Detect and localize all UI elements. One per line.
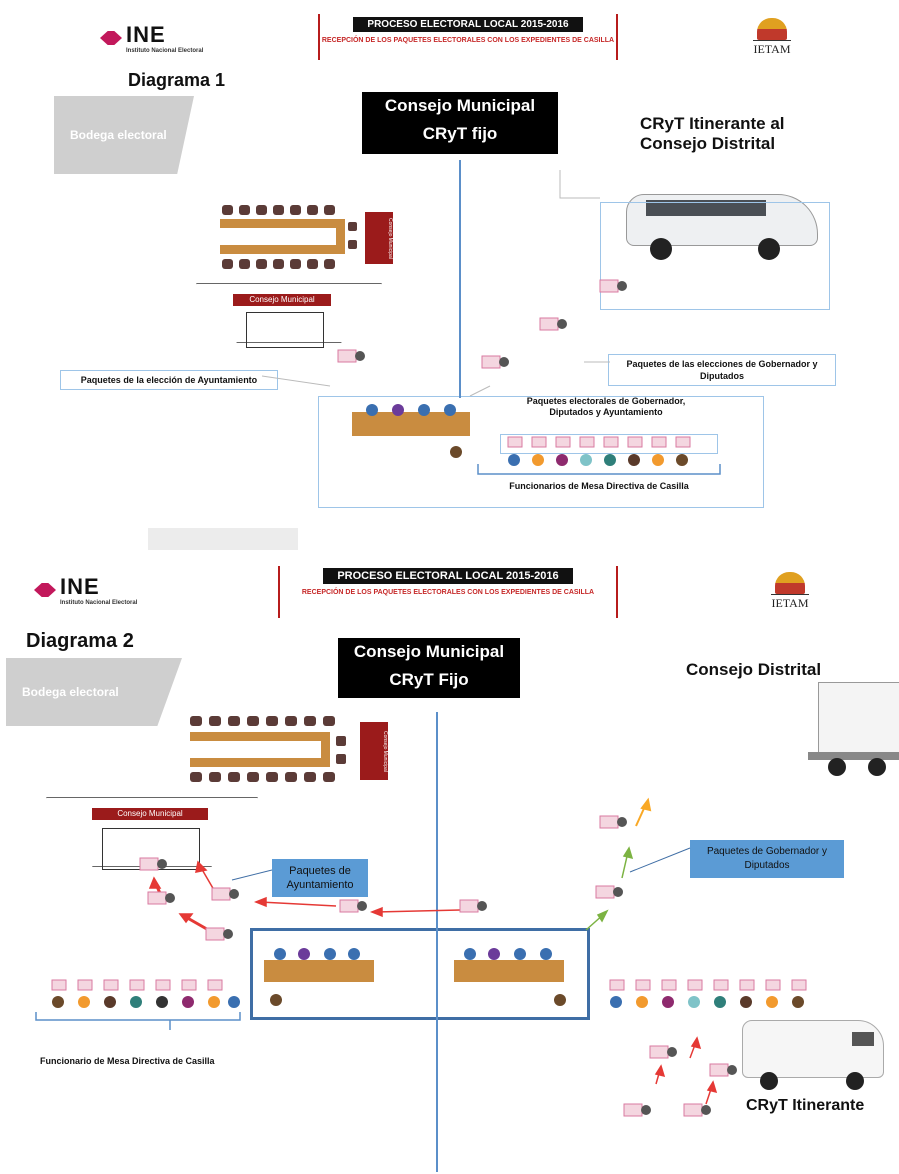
right-title-line2: Consejo Distrital xyxy=(640,134,776,153)
council-table-side xyxy=(336,219,345,254)
consejo-municipal-box-1: Consejo Municipal CRyT fijo xyxy=(362,92,558,154)
ietam-emblem-icon-2 xyxy=(775,572,805,594)
council-table2-bottom xyxy=(190,758,330,767)
podium-door-1 xyxy=(246,312,324,348)
bodega-electoral-1: Bodega electoral xyxy=(54,96,194,174)
ine-wordmark: INE xyxy=(126,22,166,47)
green-arrows xyxy=(585,846,634,931)
bracket-funcionarios-2 xyxy=(35,1012,241,1021)
casilla-area-2 xyxy=(250,928,590,1020)
council2-chairs-top xyxy=(190,716,340,726)
crty-itinerante-title: CRyT Itinerante al Consejo Distrital xyxy=(640,114,785,154)
label-ayuntamiento-1: Paquetes de la elección de Ayuntamiento xyxy=(60,370,278,390)
casilla-table-2a xyxy=(264,960,374,982)
header-box-1: PROCESO ELECTORAL LOCAL 2015-2016 RECEPC… xyxy=(318,14,618,60)
ietam-wordmark-2: IETAM xyxy=(771,594,809,610)
council-sign-2: Consejo Municipal xyxy=(360,722,388,780)
council2-chairs-bottom xyxy=(190,772,340,782)
ine-subtitle: Instituto Nacional Electoral xyxy=(126,48,204,54)
bodega-electoral-2: Bodega electoral xyxy=(6,658,182,726)
label-gobernador-1: Paquetes de las elecciones de Gobernador… xyxy=(608,354,836,386)
center2-line1: Consejo Municipal xyxy=(353,642,505,661)
council-chairs-top xyxy=(222,205,347,215)
carrier-figures xyxy=(139,279,737,1117)
ine-diamond-icon xyxy=(100,31,122,45)
header-subtitle: RECEPCIÓN DE LOS PAQUETES ELECTORALES CO… xyxy=(321,37,615,44)
podium-label-2: Consejo Municipal xyxy=(92,808,208,820)
ine-wordmark-2: INE xyxy=(60,574,100,599)
diagram-2-title: Diagrama 2 xyxy=(26,630,134,652)
podium-label-1: Consejo Municipal xyxy=(233,294,331,306)
diagram-separator xyxy=(148,528,298,550)
seated-people xyxy=(270,404,566,1006)
cargo-van-icon xyxy=(742,1020,884,1094)
truck-icon xyxy=(808,682,899,782)
right-title-line1: CRyT Itinerante al xyxy=(640,114,785,133)
ine-subtitle-2: Instituto Nacional Electoral xyxy=(60,600,138,606)
header-title-2: PROCESO ELECTORAL LOCAL 2015-2016 xyxy=(323,568,573,584)
council-table2-side xyxy=(321,732,330,767)
ietam-wordmark: IETAM xyxy=(753,40,791,56)
bracket-funcionarios-1 xyxy=(477,464,721,475)
ietam-logo-2: IETAM xyxy=(762,572,818,612)
consejo-municipal-box-2: Consejo Municipal CRyT Fijo xyxy=(338,638,520,698)
label-funcionarios-1: Funcionarios de Mesa Directiva de Casill… xyxy=(509,481,689,491)
van-frame xyxy=(600,202,830,310)
package-row-1 xyxy=(500,434,718,454)
casilla-table-2b xyxy=(454,960,564,982)
label-funcionario-2: Funcionario de Mesa Directiva de Casilla xyxy=(40,1056,215,1066)
header-subtitle-2: RECEPCIÓN DE LOS PAQUETES ELECTORALES CO… xyxy=(301,589,595,596)
crty-itinerante-label: CRyT Itinerante xyxy=(746,1097,865,1114)
consejo-distrital-title: Consejo Distrital xyxy=(686,660,822,679)
center2-line2: CRyT Fijo xyxy=(389,670,469,689)
label-paquetes-all-1: Paquetes electorales de Gobernador, Dipu… xyxy=(526,396,686,417)
casilla-area-1 xyxy=(318,396,764,508)
yellow-arrow xyxy=(635,797,652,827)
council-table2-top xyxy=(190,732,330,741)
side-chairs xyxy=(336,222,357,764)
connector-gobernador-2 xyxy=(629,847,691,873)
header-title: PROCESO ELECTORAL LOCAL 2015-2016 xyxy=(353,17,583,32)
package-rows xyxy=(51,436,807,1008)
council-chairs-bottom xyxy=(222,259,347,269)
council-table-top xyxy=(220,219,345,228)
label-gobernador-2: Paquetes de Gobernador y Diputados xyxy=(690,840,844,878)
connector-ayuntamiento-2 xyxy=(231,869,273,881)
header-box-2: PROCESO ELECTORAL LOCAL 2015-2016 RECEPC… xyxy=(278,566,618,618)
label-ayuntamiento-2: Paquetes de Ayuntamiento xyxy=(272,859,368,897)
ietam-emblem-icon xyxy=(757,18,787,40)
ietam-logo: IETAM xyxy=(744,18,800,58)
diagram-1-title: Diagrama 1 xyxy=(128,70,226,90)
center-title-line2: CRyT fijo xyxy=(422,124,498,143)
connector-ayuntamiento xyxy=(261,375,331,387)
casilla-table-1 xyxy=(352,412,470,436)
center-title-line1: Consejo Municipal xyxy=(384,96,536,115)
council-sign-1: Consejo Municipal xyxy=(365,212,393,264)
ine-diamond-icon-2 xyxy=(34,583,56,597)
council-table-bottom xyxy=(220,245,345,254)
red-arrows xyxy=(148,860,718,1105)
ine-logo: INE Instituto Nacional Electoral xyxy=(100,22,203,54)
connector-van xyxy=(559,170,600,199)
ine-logo-2: INE Instituto Nacional Electoral xyxy=(34,574,137,606)
